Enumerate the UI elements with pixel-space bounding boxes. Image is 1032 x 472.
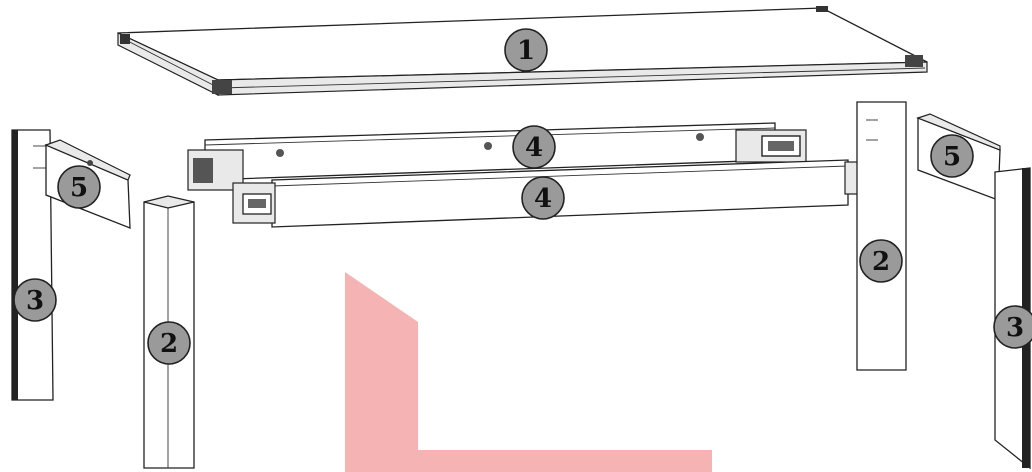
callout-end-block-left: 5: [57, 165, 101, 209]
callout-tabletop-label: 1: [517, 36, 535, 66]
callout-end-block-left-label: 5: [70, 173, 88, 203]
callout-rail-back-label: 4: [525, 133, 543, 163]
callout-leg-back-right: 2: [859, 239, 903, 283]
callout-rail-front: 4: [521, 176, 565, 220]
callout-leg-back-left: 3: [13, 278, 57, 322]
callout-leg-back-left-label: 3: [26, 286, 44, 316]
callout-end-block-right: 5: [930, 134, 974, 178]
callout-leg-back-right-label: 2: [872, 247, 890, 277]
watermark-logo: [345, 272, 712, 472]
callout-end-block-right-label: 5: [943, 142, 961, 172]
callout-rail-front-label: 4: [534, 184, 552, 214]
callout-leg-front-right-label: 3: [1006, 313, 1024, 343]
leg-back-left: [11, 129, 54, 401]
leg-back-right: [856, 101, 907, 371]
callout-leg-front-right: 3: [993, 305, 1032, 349]
callout-rail-back: 4: [512, 125, 556, 169]
callout-leg-front-left: 2: [147, 321, 191, 365]
callout-tabletop: 1: [504, 28, 548, 72]
callout-leg-front-left-label: 2: [160, 329, 178, 359]
rail-back: [187, 122, 807, 191]
